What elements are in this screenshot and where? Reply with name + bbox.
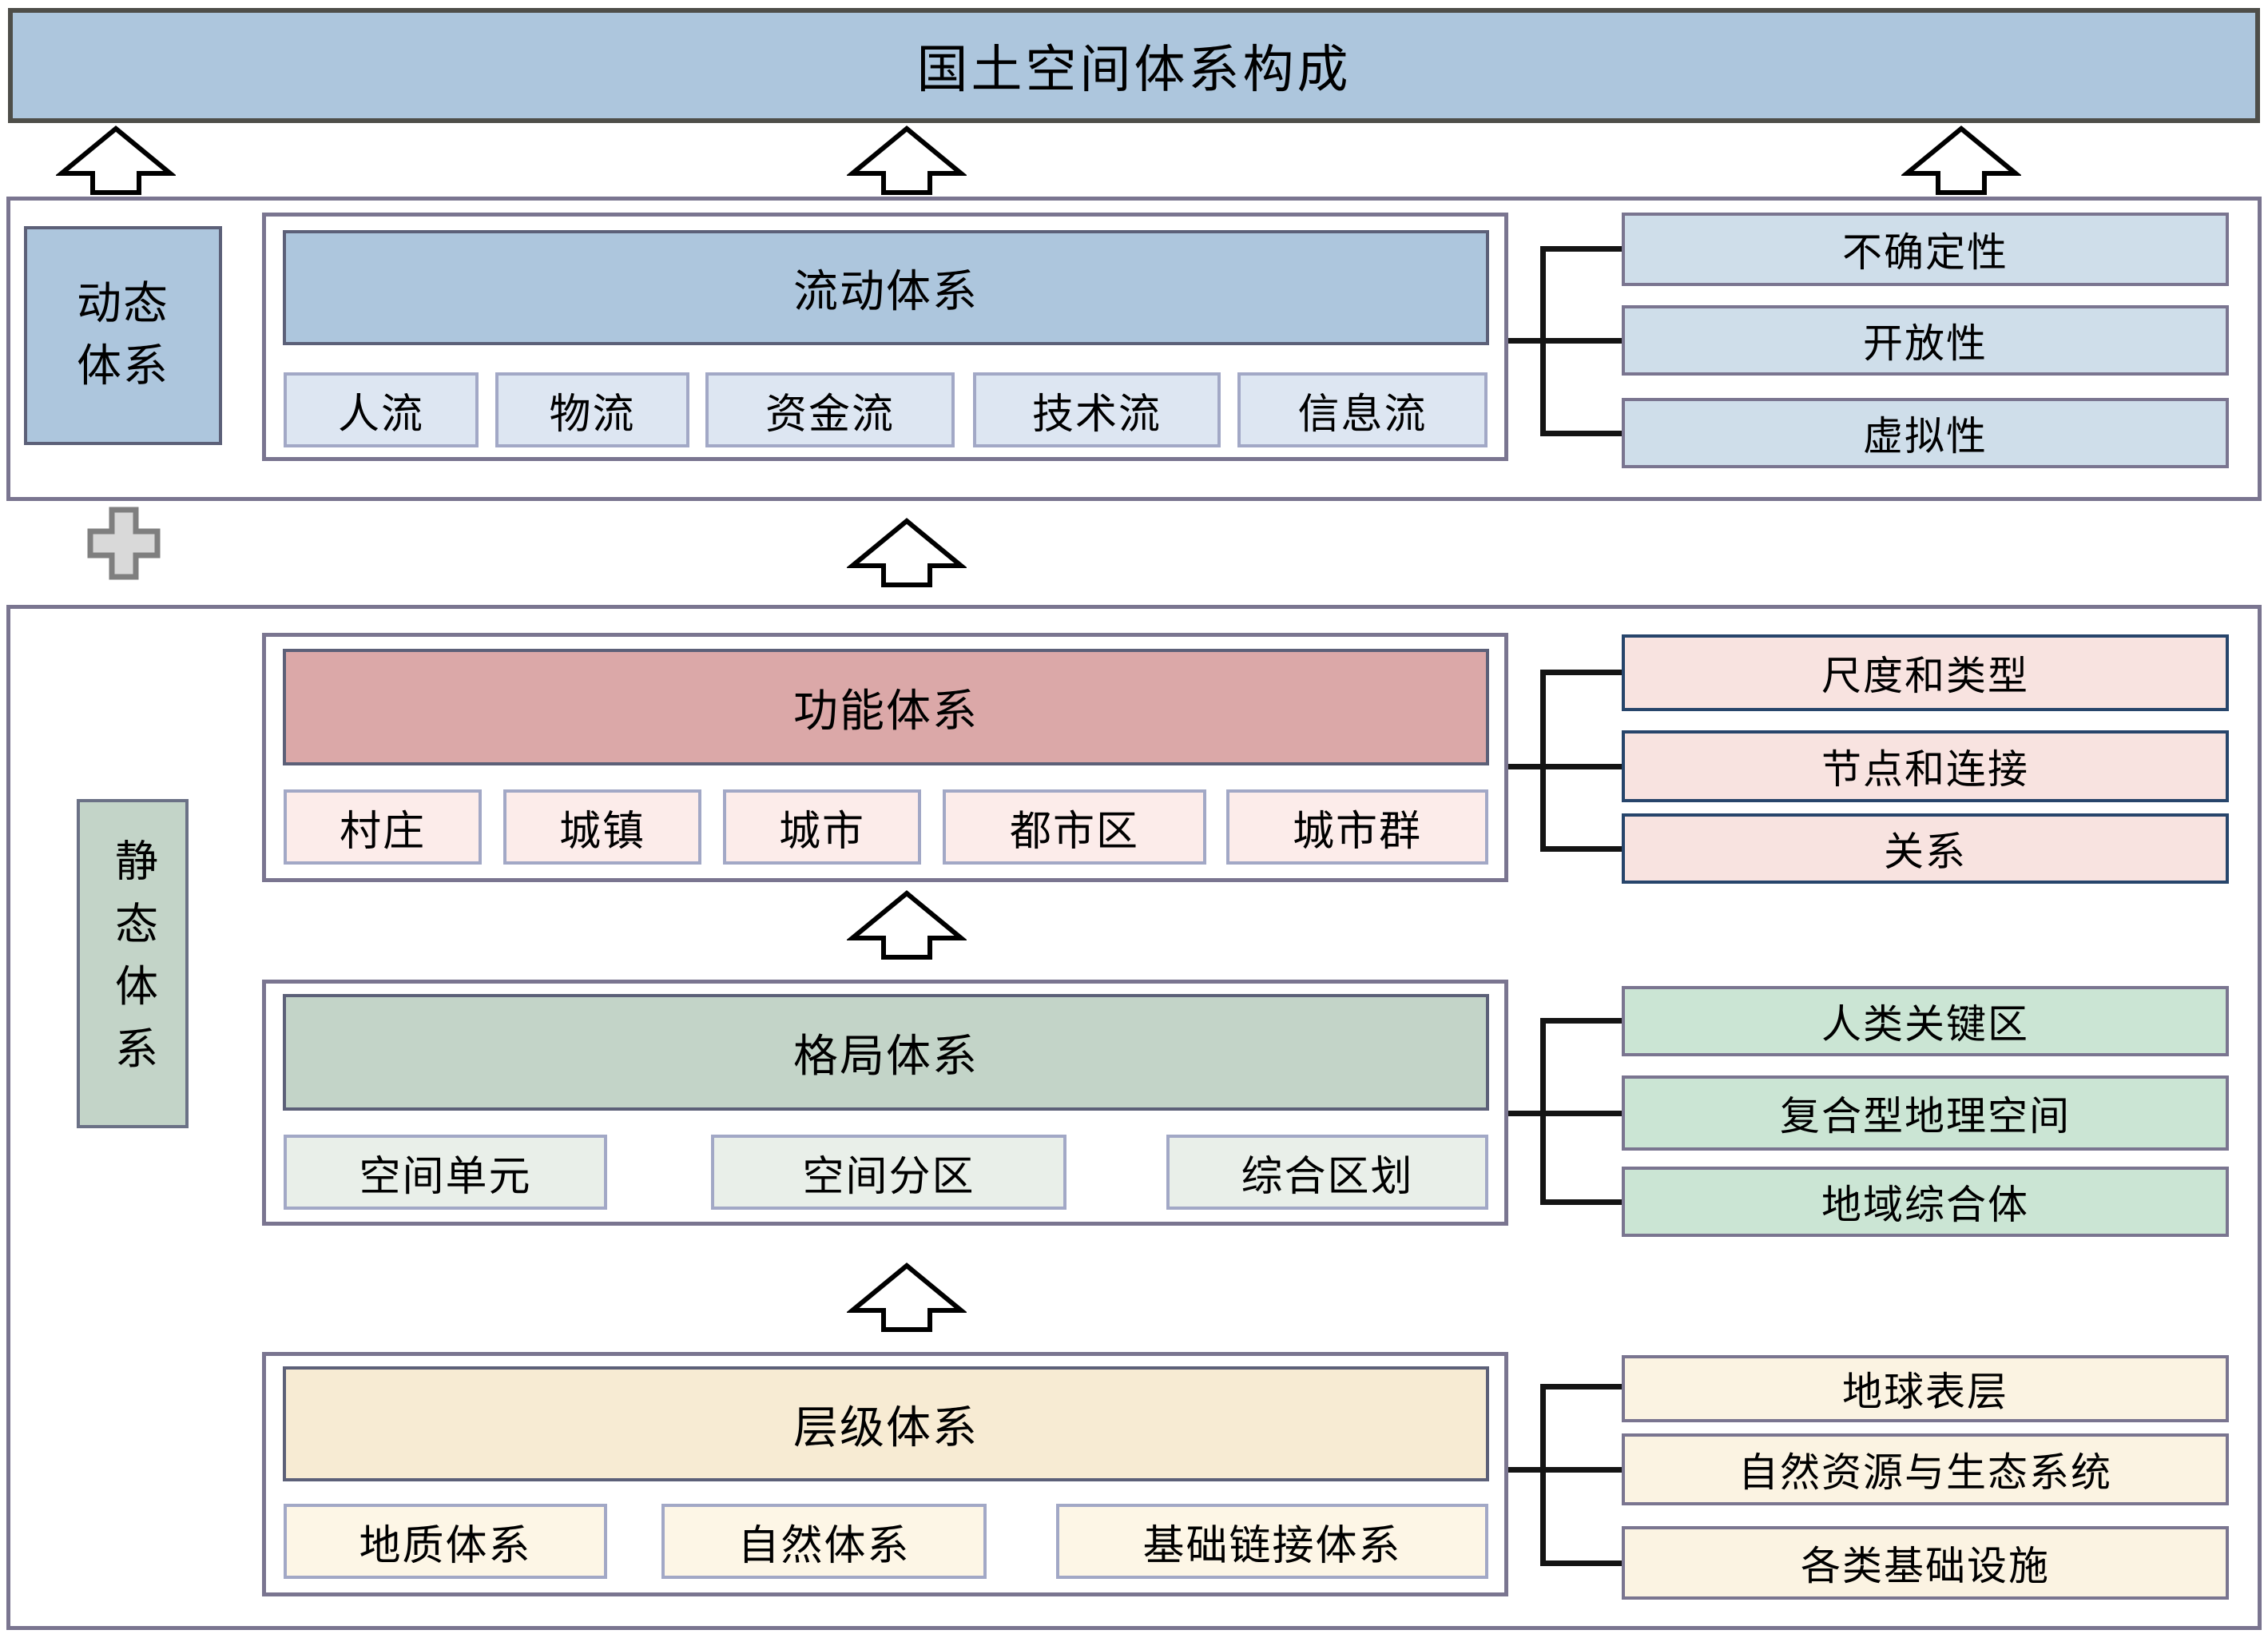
pattern-item: 空间单元 bbox=[284, 1135, 607, 1210]
bracket-branch bbox=[1540, 1199, 1622, 1205]
function-item: 城市 bbox=[723, 789, 921, 865]
function-system-header: 功能体系 bbox=[283, 649, 1489, 765]
static-system-label-text: 静态体系 bbox=[108, 838, 157, 1089]
pattern-item-text: 综合区划 bbox=[1241, 1154, 1414, 1200]
hierarchy-item-text: 地质体系 bbox=[359, 1523, 532, 1569]
flow-item: 技术流 bbox=[973, 372, 1221, 447]
up-arrow-icon bbox=[847, 890, 967, 960]
up-arrow-icon bbox=[1901, 125, 2021, 195]
flow-item: 人流 bbox=[284, 372, 479, 447]
bracket-vline bbox=[1540, 670, 1546, 852]
bracket-branch bbox=[1540, 431, 1622, 436]
bracket-stem bbox=[1508, 1467, 1622, 1473]
static-system-label: 静态体系 bbox=[77, 799, 189, 1128]
function-item-text: 城市群 bbox=[1292, 809, 1422, 855]
bracket-branch bbox=[1540, 1018, 1622, 1024]
function-item-text: 村庄 bbox=[339, 809, 426, 855]
hierarchy-attr-text: 地球表层 bbox=[1842, 1370, 2008, 1414]
flow-item-text: 信息流 bbox=[1297, 392, 1428, 438]
hierarchy-system-header-text: 层级体系 bbox=[793, 1403, 979, 1453]
dynamic-attr-box: 开放性 bbox=[1622, 305, 2229, 376]
function-item: 村庄 bbox=[284, 789, 482, 865]
hierarchy-item: 基础链接体系 bbox=[1056, 1504, 1488, 1579]
up-arrow-icon bbox=[847, 125, 967, 195]
pattern-item-text: 空间单元 bbox=[359, 1154, 532, 1200]
up-arrow-icon bbox=[56, 125, 176, 195]
function-item-text: 城镇 bbox=[558, 809, 645, 855]
pattern-attr-text: 复合型地理空间 bbox=[1780, 1094, 2071, 1139]
dynamic-attr-text: 开放性 bbox=[1863, 321, 1988, 366]
bracket-branch bbox=[1540, 246, 1622, 252]
bracket-branch bbox=[1540, 846, 1622, 852]
flow-item-text: 资金流 bbox=[765, 392, 895, 438]
hierarchy-attr-box: 自然资源与生态系统 bbox=[1622, 1433, 2229, 1505]
hierarchy-item: 自然体系 bbox=[661, 1504, 987, 1579]
up-arrow-icon bbox=[847, 1262, 967, 1332]
function-attr-text: 尺度和类型 bbox=[1821, 654, 2029, 698]
dynamic-attr-box: 虚拟性 bbox=[1622, 398, 2229, 468]
dynamic-attr-box: 不确定性 bbox=[1622, 213, 2229, 286]
function-system-header-text: 功能体系 bbox=[793, 686, 979, 737]
bracket-vline bbox=[1540, 246, 1546, 436]
function-item-text: 都市区 bbox=[1009, 809, 1139, 855]
hierarchy-attr-text: 自然资源与生态系统 bbox=[1738, 1450, 2112, 1495]
dynamic-system-label-text: 动态体系 bbox=[77, 279, 169, 392]
pattern-attr-box: 复合型地理空间 bbox=[1622, 1075, 2229, 1151]
function-item: 都市区 bbox=[943, 789, 1206, 865]
pattern-system-header: 格局体系 bbox=[283, 994, 1489, 1111]
bracket-vline bbox=[1540, 1018, 1546, 1205]
flow-system-header: 流动体系 bbox=[283, 230, 1489, 345]
bracket-stem bbox=[1508, 1111, 1622, 1116]
function-attr-text: 节点和连接 bbox=[1821, 747, 2029, 792]
hierarchy-system-header: 层级体系 bbox=[283, 1366, 1489, 1481]
pattern-attr-text: 人类关键区 bbox=[1821, 1002, 2029, 1047]
bracket-stem bbox=[1508, 764, 1622, 769]
up-arrow-icon bbox=[847, 518, 967, 587]
bracket-stem bbox=[1508, 338, 1622, 344]
bracket-vline bbox=[1540, 1384, 1546, 1566]
flow-item: 信息流 bbox=[1237, 372, 1488, 447]
hierarchy-item-text: 基础链接体系 bbox=[1142, 1523, 1402, 1569]
hierarchy-attr-box: 各类基础设施 bbox=[1622, 1526, 2229, 1600]
function-item-text: 城市 bbox=[778, 809, 865, 855]
function-item: 城镇 bbox=[503, 789, 701, 865]
hierarchy-item: 地质体系 bbox=[284, 1504, 607, 1579]
flow-system-header-text: 流动体系 bbox=[793, 267, 979, 317]
pattern-item: 综合区划 bbox=[1166, 1135, 1488, 1210]
hierarchy-attr-text: 各类基础设施 bbox=[1801, 1544, 2050, 1588]
function-attr-text: 关系 bbox=[1884, 829, 1967, 874]
flow-item-text: 物流 bbox=[549, 392, 636, 438]
pattern-attr-text: 地域综合体 bbox=[1821, 1183, 2029, 1227]
title-bar: 国土空间体系构成 bbox=[8, 8, 2260, 123]
function-attr-box: 尺度和类型 bbox=[1622, 634, 2229, 711]
bracket-branch bbox=[1540, 1560, 1622, 1566]
flow-item-text: 技术流 bbox=[1031, 392, 1162, 438]
pattern-attr-box: 地域综合体 bbox=[1622, 1167, 2229, 1237]
pattern-item-text: 空间分区 bbox=[802, 1154, 975, 1200]
page-title: 国土空间体系构成 bbox=[916, 42, 1352, 98]
flow-item: 资金流 bbox=[705, 372, 955, 447]
flow-item-text: 人流 bbox=[337, 392, 424, 438]
hierarchy-attr-box: 地球表层 bbox=[1622, 1355, 2229, 1422]
pattern-attr-box: 人类关键区 bbox=[1622, 986, 2229, 1056]
bracket-branch bbox=[1540, 670, 1622, 675]
flow-item: 物流 bbox=[495, 372, 689, 447]
pattern-item: 空间分区 bbox=[711, 1135, 1066, 1210]
dynamic-system-label: 动态体系 bbox=[24, 226, 222, 445]
bracket-branch bbox=[1540, 1384, 1622, 1390]
pattern-system-header-text: 格局体系 bbox=[793, 1032, 979, 1082]
dynamic-attr-text: 不确定性 bbox=[1842, 230, 2008, 275]
function-attr-box: 节点和连接 bbox=[1622, 730, 2229, 802]
function-item: 城市群 bbox=[1226, 789, 1488, 865]
dynamic-attr-text: 虚拟性 bbox=[1863, 414, 1988, 459]
function-attr-box: 关系 bbox=[1622, 813, 2229, 884]
plus-icon bbox=[87, 507, 161, 580]
hierarchy-item-text: 自然体系 bbox=[737, 1523, 911, 1569]
